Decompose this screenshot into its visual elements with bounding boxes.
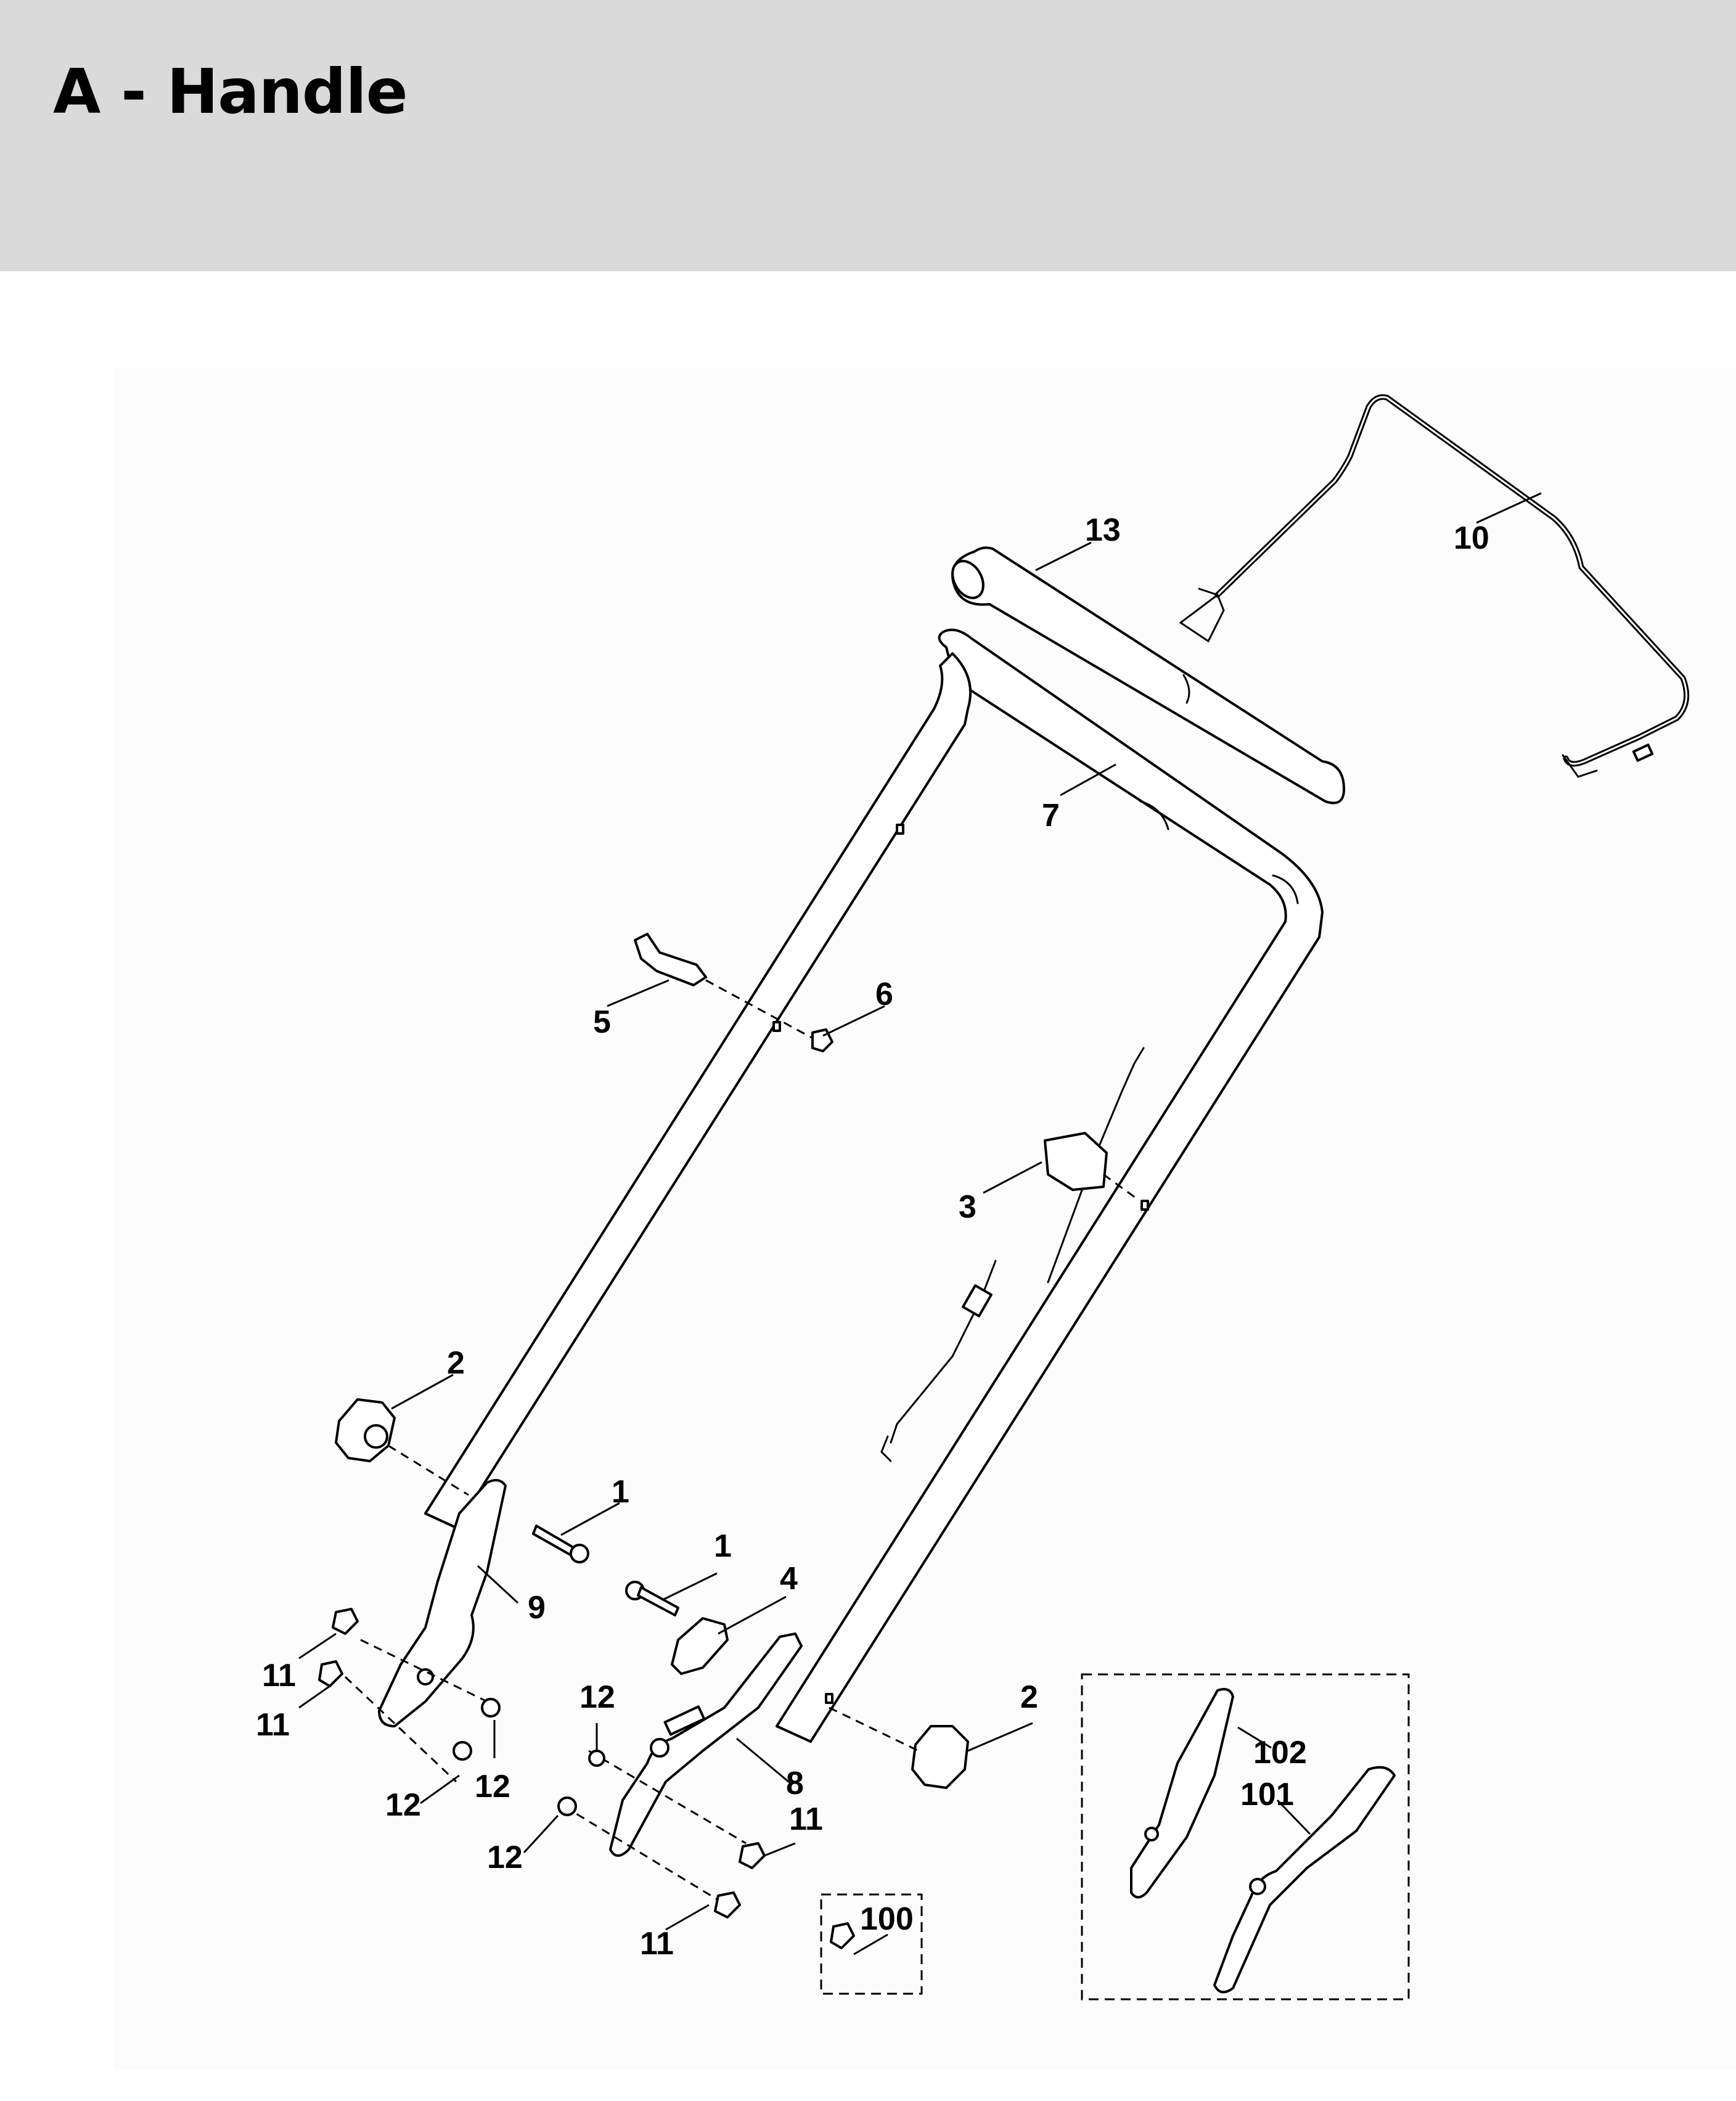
callout-1-upper: 1 [612, 1474, 629, 1510]
callout-6: 6 [875, 977, 893, 1012]
part-10-control-bail [1179, 394, 1690, 778]
callout-100: 100 [860, 1901, 914, 1937]
part-100-screw [830, 1922, 855, 1949]
header-bar: A - Handle [0, 0, 1736, 271]
part-101-alt-right-bracket [1213, 1766, 1396, 1994]
part-9-left-bracket [344, 1479, 507, 1783]
diagram-panel [115, 369, 1736, 2070]
part-2-knob-left [335, 1398, 469, 1496]
callout-10: 10 [1454, 520, 1489, 556]
callout-102: 102 [1253, 1735, 1307, 1771]
leader-lines [298, 492, 1542, 1956]
callout-12-b: 12 [475, 1769, 510, 1804]
part-6-nut [811, 1028, 833, 1052]
part-11-screw-b [318, 1660, 343, 1687]
part-5-cable-clip [634, 933, 814, 1040]
part-12-nut-c [588, 1750, 605, 1767]
part-2-knob-right [829, 1706, 969, 1789]
part-3-cable-holder [880, 1047, 1145, 1462]
callout-13: 13 [1085, 512, 1121, 548]
part-11-screw-c [739, 1842, 766, 1869]
callout-1-lower: 1 [714, 1528, 732, 1564]
callout-2-right: 2 [1020, 1679, 1038, 1715]
callout-12-c: 12 [579, 1679, 615, 1715]
part-100-box [820, 1893, 923, 1995]
alternative-brackets-box [1081, 1673, 1410, 2001]
callout-11-b: 11 [256, 1707, 290, 1743]
callout-11-d: 11 [640, 1926, 674, 1962]
part-8-right-bracket [563, 1632, 803, 1903]
callout-11-a: 11 [262, 1658, 296, 1693]
callout-12-a: 12 [385, 1787, 421, 1823]
part-12-nut-a [481, 1698, 501, 1718]
callout-9: 9 [528, 1590, 546, 1626]
callout-101: 101 [1240, 1777, 1294, 1812]
callout-5: 5 [593, 1004, 611, 1040]
part-13-handle-grip [951, 546, 1345, 805]
callout-12-d: 12 [487, 1840, 523, 1875]
page-title: A - Handle [53, 55, 408, 128]
part-1-bolt-lower [625, 1581, 679, 1616]
part-7-upper-handle [424, 628, 1324, 1743]
callout-7: 7 [1042, 798, 1060, 833]
part-11-screw-a [332, 1608, 359, 1635]
callout-2-top: 2 [447, 1345, 465, 1381]
part-1-bolt-upper [532, 1525, 589, 1563]
part-12-nut-d [557, 1796, 577, 1816]
part-11-screw-d [714, 1891, 741, 1919]
part-102-alt-left-bracket [1130, 1688, 1234, 1899]
callout-3: 3 [959, 1189, 976, 1225]
part-4-cable-guide [671, 1617, 729, 1675]
callout-11-c: 11 [789, 1801, 823, 1837]
callout-8: 8 [786, 1766, 804, 1801]
callout-4: 4 [780, 1561, 798, 1597]
part-12-nut-b [452, 1741, 472, 1761]
